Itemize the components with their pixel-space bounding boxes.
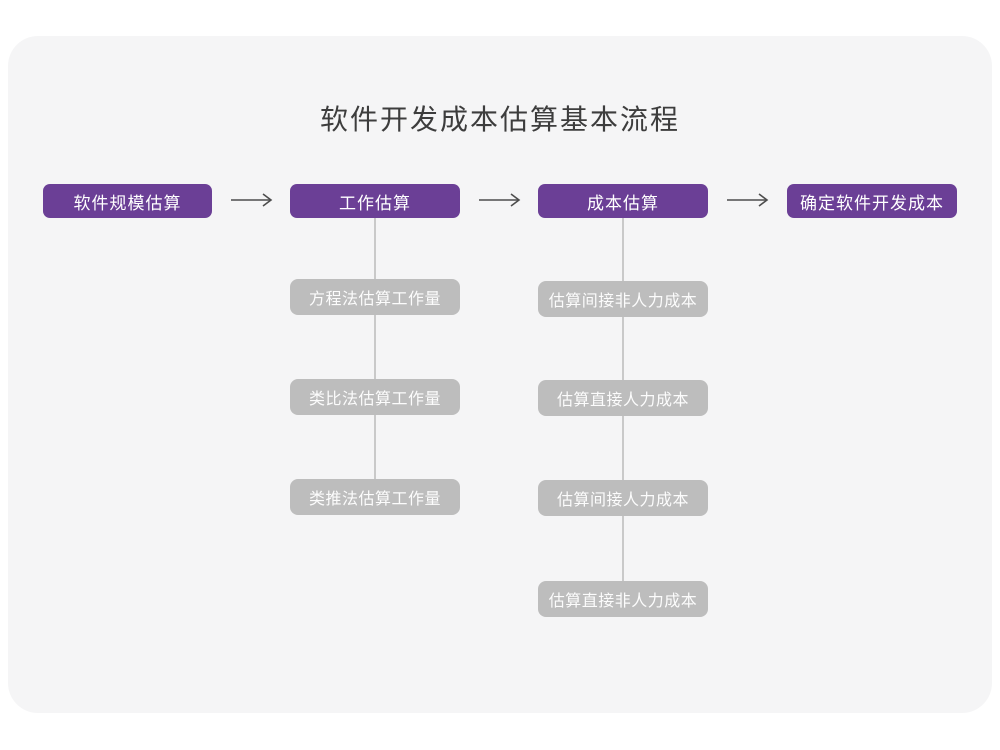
subnode-analogy-method: 类比法估算工作量 <box>290 379 460 415</box>
connector-line-work-estimation <box>374 218 376 497</box>
subnode-direct-nonlabor-cost: 估算直接非人力成本 <box>538 581 708 617</box>
flow-arrow-icon <box>727 193 769 207</box>
flow-arrow-icon <box>479 193 521 207</box>
subnode-direct-labor-cost: 估算直接人力成本 <box>538 380 708 416</box>
subnode-equation-method: 方程法估算工作量 <box>290 279 460 315</box>
subnode-indirect-nonlabor-cost: 估算间接非人力成本 <box>538 281 708 317</box>
flow-node-cost-estimation: 成本估算 <box>538 184 708 218</box>
diagram-card <box>8 36 992 713</box>
flow-node-determine-dev-cost: 确定软件开发成本 <box>787 184 957 218</box>
flow-node-work-estimation: 工作估算 <box>290 184 460 218</box>
flow-node-software-size-estimation: 软件规模估算 <box>43 184 212 218</box>
flow-arrow-icon <box>231 193 273 207</box>
diagram-title: 软件开发成本估算基本流程 <box>319 104 680 135</box>
subnode-indirect-labor-cost: 估算间接人力成本 <box>538 480 708 516</box>
subnode-extrapolation-method: 类推法估算工作量 <box>290 479 460 515</box>
